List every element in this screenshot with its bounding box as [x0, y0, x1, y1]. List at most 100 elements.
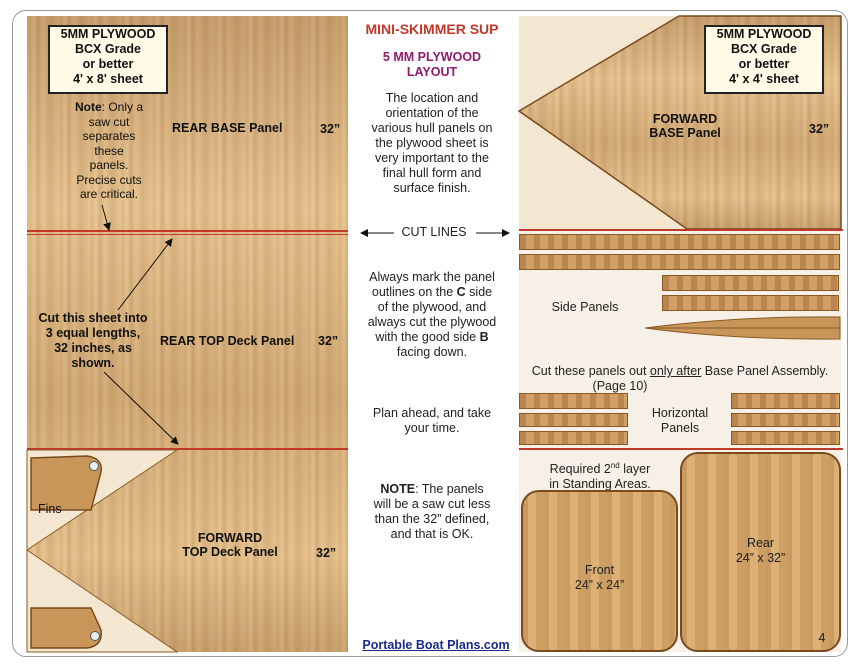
para3-line1: Plan ahead, and take — [372, 406, 492, 420]
rear-base-panel-label: REAR BASE Panel — [172, 121, 283, 135]
fin-top — [30, 455, 102, 511]
left-note-line2: BCX Grade — [75, 42, 141, 56]
cut-after-page: (Page 10) — [592, 379, 648, 393]
note-line2: will be a saw cut less — [373, 497, 491, 511]
forward-top-line1: FORWARD — [197, 531, 263, 545]
saw-note-line7: are critical. — [79, 187, 138, 201]
forward-top-deck-panel-dimension: 32” — [316, 546, 337, 560]
para2-line3: of the plywood, and — [377, 300, 487, 314]
side-panels-label: Side Panels — [551, 300, 619, 314]
cut-after-prefix: Cut these panels out — [531, 364, 650, 378]
saw-note-line1: : Only a — [101, 100, 144, 114]
cut-sheet-line1: Cut this sheet into — [38, 311, 148, 325]
horizontal-line1: Horizontal — [651, 406, 709, 420]
note-line3: than the 32” defined, — [374, 512, 490, 526]
long-strip-2 — [519, 254, 840, 270]
left-plywood-sheet — [27, 16, 348, 652]
front-dimension: 24” x 24” — [574, 578, 625, 592]
para2-line6: facing down. — [396, 345, 468, 359]
note-prefix: NOTE — [380, 482, 416, 496]
cut-after-note: Cut these panels out only after Base Pan… — [519, 364, 841, 394]
cut-line-left-1b — [27, 234, 348, 235]
arrow-up — [117, 238, 173, 311]
cut-sheet-note: Cut this sheet into 3 equal lengths, 32 … — [30, 311, 156, 371]
intro-paragraph: The location and orientation of the vari… — [352, 91, 512, 196]
para1-line2: orientation of the — [385, 106, 479, 120]
required-layer-note: Required 2nd layer in Standing Areas. — [521, 458, 679, 492]
para2-line4: always cut the plywood — [367, 315, 497, 329]
saw-note-line6: Precise cuts — [76, 172, 142, 187]
note-line4: and that is OK. — [390, 527, 474, 541]
horizontal-strip-right-3 — [731, 431, 840, 445]
para1-line4: the plywood sheet is — [375, 136, 489, 150]
para1-line6: final hull form and — [382, 166, 482, 180]
saw-note-line2: saw cut — [88, 114, 130, 129]
note-line1: : The panels — [415, 482, 484, 496]
cut-after-suffix: Base Panel Assembly. — [701, 364, 829, 378]
cut-sheet-line3: 32 inches, as — [54, 341, 132, 355]
para1-line7: surface finish. — [393, 181, 471, 195]
para1-line1: The location and — [385, 91, 479, 105]
right-note-line3: or better — [738, 57, 790, 71]
cut-lines-label: CUT LINES — [401, 225, 467, 239]
subtitle-line1: 5 MM PLYWOOD — [382, 50, 482, 64]
para1-line3: various hull panels on — [371, 121, 493, 135]
para2-line1: Always mark the panel — [369, 270, 495, 284]
para2-side-c: C — [456, 285, 466, 299]
marking-paragraph: Always mark the panel outlines on the C … — [352, 270, 512, 360]
cut-sheet-line2: 3 equal lengths, — [45, 326, 141, 340]
required-line2: in Standing Areas. — [549, 477, 651, 492]
required-prefix: Required 2 — [549, 462, 611, 477]
fin-top-hole — [89, 461, 99, 471]
rear-top-deck-panel-label: REAR TOP Deck Panel — [160, 334, 295, 348]
page-number: 4 — [818, 631, 826, 645]
saw-note-line3: separates — [82, 129, 136, 143]
rear-top-deck-panel-dimension: 32” — [318, 334, 339, 348]
page-subtitle: 5 MM PLYWOOD LAYOUT — [352, 50, 512, 80]
rear-dimension: 24” x 32” — [735, 551, 786, 565]
page-title: MINI-SKIMMER SUP — [365, 21, 499, 37]
right-plywood-note: 5MM PLYWOOD BCX Grade or better 4' x 4' … — [704, 25, 824, 94]
footer-website-link[interactable]: Portable Boat Plans.com — [362, 638, 510, 652]
saw-cut-note: Note: Only a saw cut separates these pan… — [64, 100, 154, 202]
forward-top-deck-panel-label: FORWARD TOP Deck Panel — [160, 531, 300, 559]
horizontal-line2: Panels — [660, 421, 700, 435]
saw-note-prefix: Note — [74, 100, 102, 114]
forward-base-panel-label: FORWARD BASE Panel — [640, 112, 730, 140]
required-suffix: layer — [619, 462, 651, 477]
para1-line5: very important to the — [375, 151, 489, 165]
cut-line-left-2 — [27, 448, 348, 450]
rear-base-panel-dimension: 32” — [320, 122, 341, 136]
horizontal-strip-right-1 — [731, 393, 840, 409]
para2-line5a: with the good side — [375, 330, 480, 344]
fins-label: Fins — [38, 502, 62, 516]
left-note-line4: 4' x 8' sheet — [73, 72, 143, 86]
horizontal-strip-right-2 — [731, 413, 840, 427]
cut-after-underline: only after — [649, 364, 702, 378]
rear-layer-label: Rear 24” x 32” — [680, 536, 841, 566]
plan-ahead-paragraph: Plan ahead, and take your time. — [352, 406, 512, 436]
left-plywood-note: 5MM PLYWOOD BCX Grade or better 4' x 8' … — [48, 25, 168, 94]
side-panel-strip-1 — [662, 275, 839, 291]
horizontal-strip-left-2 — [519, 413, 628, 427]
side-panel-strip-2 — [662, 295, 839, 311]
front-layer-label: Front 24” x 24” — [521, 563, 678, 593]
subtitle-line2: LAYOUT — [406, 65, 458, 79]
right-note-line1: 5MM PLYWOOD — [716, 27, 812, 41]
para2-line2a: outlines on the — [371, 285, 457, 299]
fin-bottom-hole — [90, 631, 100, 641]
rear-label: Rear — [746, 536, 775, 550]
left-note-line1: 5MM PLYWOOD — [60, 27, 156, 41]
rear-layer-panel — [680, 452, 841, 652]
forward-top-line2: TOP Deck Panel — [182, 545, 278, 559]
forward-top-deck-shapes — [26, 449, 179, 653]
left-note-line3: or better — [82, 57, 134, 71]
arrow-saw-note — [101, 204, 111, 231]
fin-bottom — [30, 607, 102, 649]
arrow-down — [103, 371, 179, 445]
para3-line2: your time. — [404, 421, 460, 435]
right-note-line4: 4' x 4' sheet — [729, 72, 799, 86]
right-note-line2: BCX Grade — [731, 42, 797, 56]
long-strip-1 — [519, 234, 840, 250]
